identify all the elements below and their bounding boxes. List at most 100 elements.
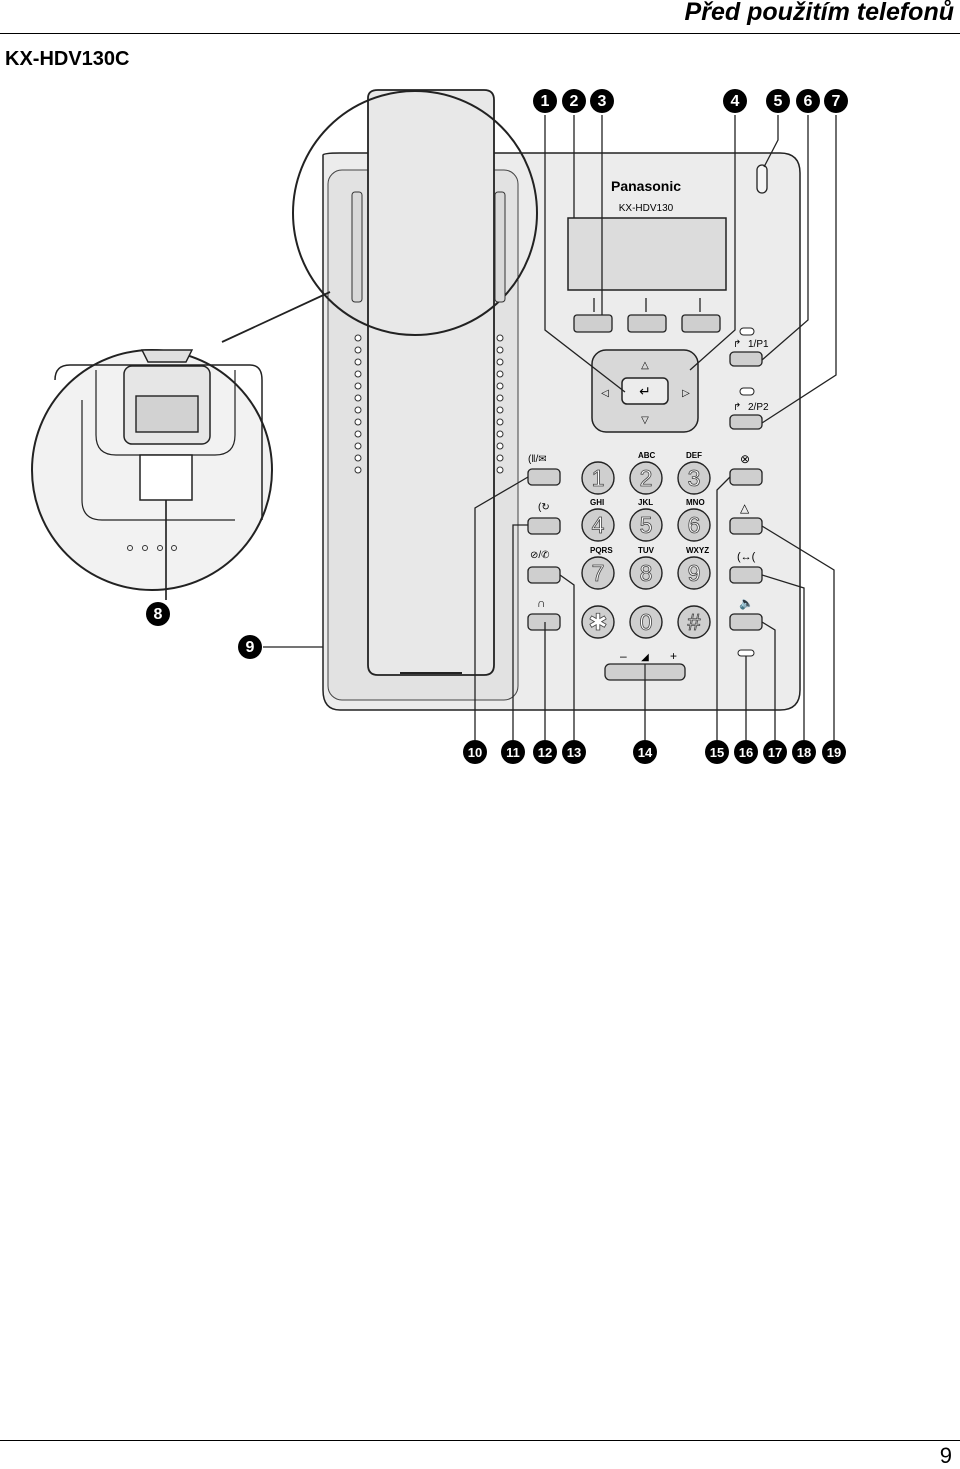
line1-label: 1/P1 <box>748 339 769 350</box>
speaker-holes-left <box>354 334 362 474</box>
page-number: 9 <box>939 1443 952 1468</box>
ringer-led <box>756 164 768 194</box>
page-header-title: Před použitím telefonů <box>684 0 954 26</box>
callout-number: 10 <box>468 745 482 760</box>
svg-text:∩: ∩ <box>537 596 546 610</box>
callout-badge <box>824 89 848 113</box>
callout-number: 4 <box>731 93 740 110</box>
dial-key-10[interactable] <box>581 605 615 639</box>
headset-button[interactable] <box>527 613 561 631</box>
model-label: KX-HDV130C <box>5 48 130 70</box>
dial-key-letters: GHI <box>590 498 604 507</box>
brand-logo: Panasonic <box>611 178 681 194</box>
callout-badge <box>792 740 816 764</box>
dial-key-digit: 0 <box>640 609 653 635</box>
callout-number: 19 <box>827 745 841 760</box>
callout-number: 2 <box>570 93 579 110</box>
svg-text:+: + <box>670 649 677 663</box>
dial-key-letters: TUV <box>638 546 655 555</box>
callout-badge <box>590 89 614 113</box>
svg-text:△: △ <box>641 360 649 371</box>
magnifier-top <box>292 90 538 336</box>
transfer-button[interactable] <box>729 566 763 584</box>
svg-text:⊗: ⊗ <box>740 452 750 466</box>
callout-number: 1 <box>541 93 550 110</box>
callout-badge <box>705 740 729 764</box>
dial-key-2[interactable] <box>629 461 663 495</box>
callout-number: 3 <box>598 93 607 110</box>
enter-button[interactable] <box>621 377 669 405</box>
soft-key-center[interactable] <box>627 314 667 333</box>
dial-key-1[interactable] <box>581 461 615 495</box>
mute-button[interactable] <box>527 566 561 584</box>
dial-key-letters: JKL <box>638 498 653 507</box>
dial-key-11[interactable] <box>629 605 663 639</box>
dial-key-digit: 4 <box>592 512 605 538</box>
line2-label: 2/P2 <box>748 402 769 413</box>
dial-key-digit: 1 <box>592 465 605 491</box>
speakerphone-button[interactable] <box>729 613 763 631</box>
callout-number: 7 <box>832 93 841 110</box>
callout-badge <box>633 740 657 764</box>
callout-number: 15 <box>710 745 724 760</box>
redial-button[interactable] <box>527 517 561 535</box>
callout-number: 16 <box>739 745 753 760</box>
callout-number: 9 <box>246 639 255 656</box>
dial-key-letters: DEF <box>686 451 702 460</box>
callout-badge <box>763 740 787 764</box>
callout-badge <box>562 89 586 113</box>
dial-key-digit: ✱ <box>588 609 607 635</box>
dial-key-digit: 5 <box>640 512 653 538</box>
soft-key-right[interactable] <box>681 314 721 333</box>
callout-number: 5 <box>774 93 783 110</box>
callout-badge <box>723 89 747 113</box>
dial-key-digit: 8 <box>640 560 653 586</box>
dial-key-5[interactable] <box>629 508 663 542</box>
svg-text:(↻: (↻ <box>538 502 550 513</box>
svg-text:▽: ▽ <box>641 415 649 426</box>
dial-key-digit: 9 <box>688 560 701 586</box>
soft-key-left[interactable] <box>573 314 613 333</box>
conference-button[interactable] <box>729 517 763 535</box>
cancel-button[interactable] <box>729 468 763 486</box>
callout-badge <box>501 740 525 764</box>
dial-key-digit: 6 <box>688 512 701 538</box>
lcd-display <box>567 217 727 291</box>
dial-key-digit: 3 <box>688 465 701 491</box>
dial-key-7[interactable] <box>581 556 615 590</box>
hold-message-button[interactable] <box>527 468 561 486</box>
svg-text:▷: ▷ <box>682 388 690 399</box>
callout-number: 17 <box>768 745 782 760</box>
callout-badge <box>533 740 557 764</box>
line1-button[interactable] <box>729 351 763 367</box>
dial-key-4[interactable] <box>581 508 615 542</box>
callout-badge <box>562 740 586 764</box>
svg-text:◁: ◁ <box>601 388 609 399</box>
dial-key-letters: MNO <box>686 498 705 507</box>
svg-text:⊘/✆: ⊘/✆ <box>530 550 550 561</box>
svg-text:△: △ <box>740 501 750 515</box>
svg-text:(↔(: (↔( <box>737 551 756 563</box>
svg-text:◢: ◢ <box>641 652 649 663</box>
line2-button[interactable] <box>729 414 763 430</box>
svg-text:↱: ↱ <box>733 339 741 350</box>
callout-number: 8 <box>154 606 163 623</box>
callout-number: 14 <box>638 745 653 760</box>
dial-key-12[interactable] <box>677 605 711 639</box>
callout-number: 12 <box>538 745 552 760</box>
callout-badge <box>796 89 820 113</box>
svg-text:–: – <box>620 649 627 663</box>
dial-key-digit: # <box>688 609 701 635</box>
callout-badge <box>238 635 262 659</box>
dial-key-8[interactable] <box>629 556 663 590</box>
callout-badge <box>766 89 790 113</box>
dial-key-9[interactable] <box>677 556 711 590</box>
header-rule <box>0 33 960 34</box>
callout-number: 11 <box>506 745 520 760</box>
model-print: KX-HDV130 <box>619 203 674 214</box>
dial-key-6[interactable] <box>677 508 711 542</box>
footer-rule <box>0 1440 960 1441</box>
dial-key-3[interactable] <box>677 461 711 495</box>
